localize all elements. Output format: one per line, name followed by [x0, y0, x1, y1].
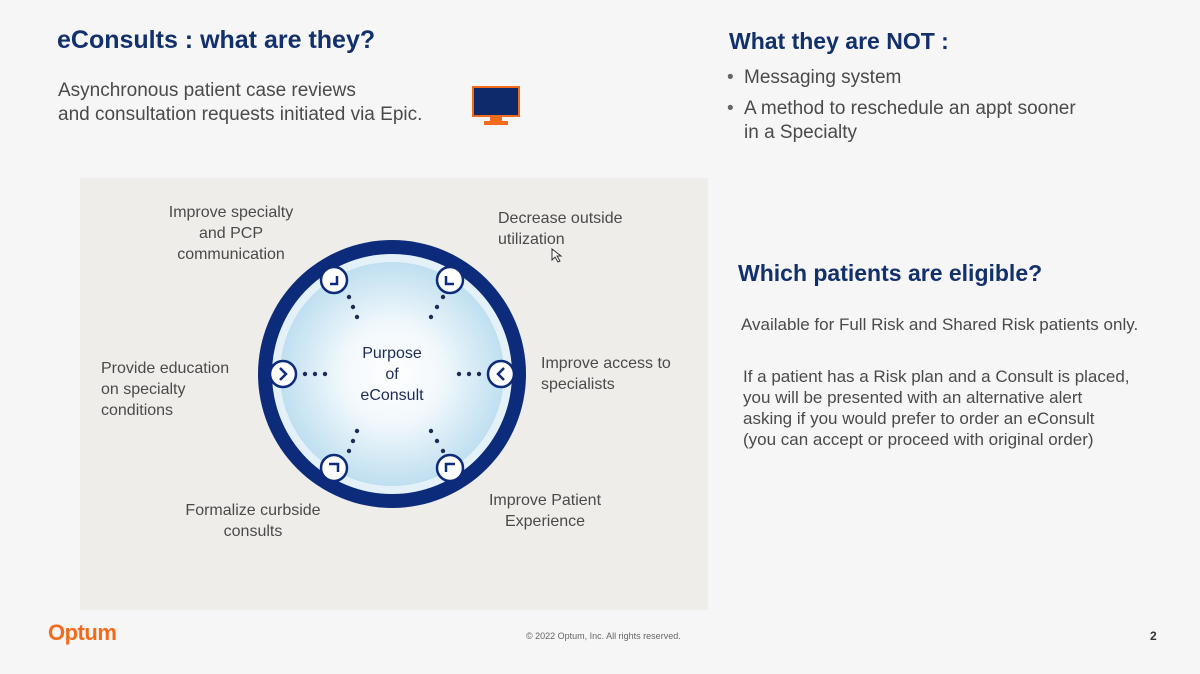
mouse-pointer-icon	[551, 248, 563, 263]
not-section-title: What they are NOT :	[729, 28, 949, 54]
not-item-line: A method to reschedule an appt sooner	[744, 98, 1076, 119]
node-top-left	[319, 265, 349, 295]
label-line: utilization	[498, 231, 565, 248]
intro-line-2: and consultation requests initiated via …	[58, 104, 423, 125]
label-line: Experience	[504, 513, 586, 530]
eligible-line: asking if you would prefer to order an e…	[743, 409, 1095, 428]
page-number: 2	[1150, 629, 1157, 643]
node-bottom-right	[435, 453, 465, 483]
node-top-right	[435, 265, 465, 295]
node-bottom-left	[319, 453, 349, 483]
label-line: Decrease outside	[498, 210, 623, 227]
label-line: consults	[223, 523, 283, 540]
purpose-wheel	[258, 240, 526, 508]
not-item-line: in a Specialty	[744, 122, 858, 143]
label-top-right: Decrease outside utilization	[498, 208, 623, 250]
label-bottom-left: Formalize curbside consults	[178, 500, 328, 542]
monitor-icon	[472, 86, 520, 125]
label-bottom-right: Improve Patient Experience	[480, 490, 610, 532]
intro-text: Asynchronous patient case reviews and co…	[58, 79, 422, 127]
eligible-line: you will be presented with an alternativ…	[743, 388, 1083, 407]
label-line: on specialty	[101, 381, 186, 398]
optum-logo: Optum	[48, 620, 117, 645]
eligible-title: Which patients are eligible?	[738, 260, 1043, 286]
eligible-line: If a patient has a Risk plan and a Consu…	[743, 367, 1130, 386]
label-top-left: Improve specialty and PCP communication	[161, 202, 301, 265]
not-list: Messaging system A method to reschedule …	[727, 66, 1147, 152]
label-line: Provide education	[101, 360, 230, 377]
diagram-center-label: Purpose of eConsult	[350, 343, 434, 406]
copyright-text: © 2022 Optum, Inc. All rights reserved.	[526, 631, 681, 641]
label-line: Improve specialty	[168, 204, 294, 221]
label-left: Provide education on specialty condition…	[101, 358, 229, 421]
center-line: Purpose	[362, 345, 422, 362]
label-line: communication	[177, 246, 285, 263]
center-line: of	[385, 366, 399, 383]
label-line: and PCP	[198, 225, 264, 242]
label-line: conditions	[101, 402, 174, 419]
not-list-item: A method to reschedule an appt sooner in…	[727, 97, 1147, 145]
label-line: Improve Patient	[488, 492, 602, 509]
node-left	[268, 359, 298, 389]
label-right: Improve access to specialists	[541, 353, 671, 395]
node-right	[486, 359, 516, 389]
eligible-paragraph: If a patient has a Risk plan and a Consu…	[743, 366, 1183, 450]
label-line: Formalize curbside	[185, 502, 321, 519]
label-line: specialists	[541, 376, 615, 393]
center-line: eConsult	[360, 387, 424, 404]
inner-disc	[280, 262, 504, 486]
not-list-item: Messaging system	[727, 66, 1147, 90]
purpose-diagram: Purpose of eConsult Improve specialty an…	[80, 178, 708, 610]
connector-dots	[302, 294, 482, 454]
eligible-line: (you can accept or proceed with original…	[743, 430, 1094, 449]
slide-title: eConsults : what are they?	[57, 26, 376, 54]
intro-line-1: Asynchronous patient case reviews	[58, 80, 356, 101]
not-item-text: Messaging system	[744, 67, 902, 88]
eligible-summary: Available for Full Risk and Shared Risk …	[741, 315, 1139, 334]
label-line: Improve access to	[541, 355, 671, 372]
